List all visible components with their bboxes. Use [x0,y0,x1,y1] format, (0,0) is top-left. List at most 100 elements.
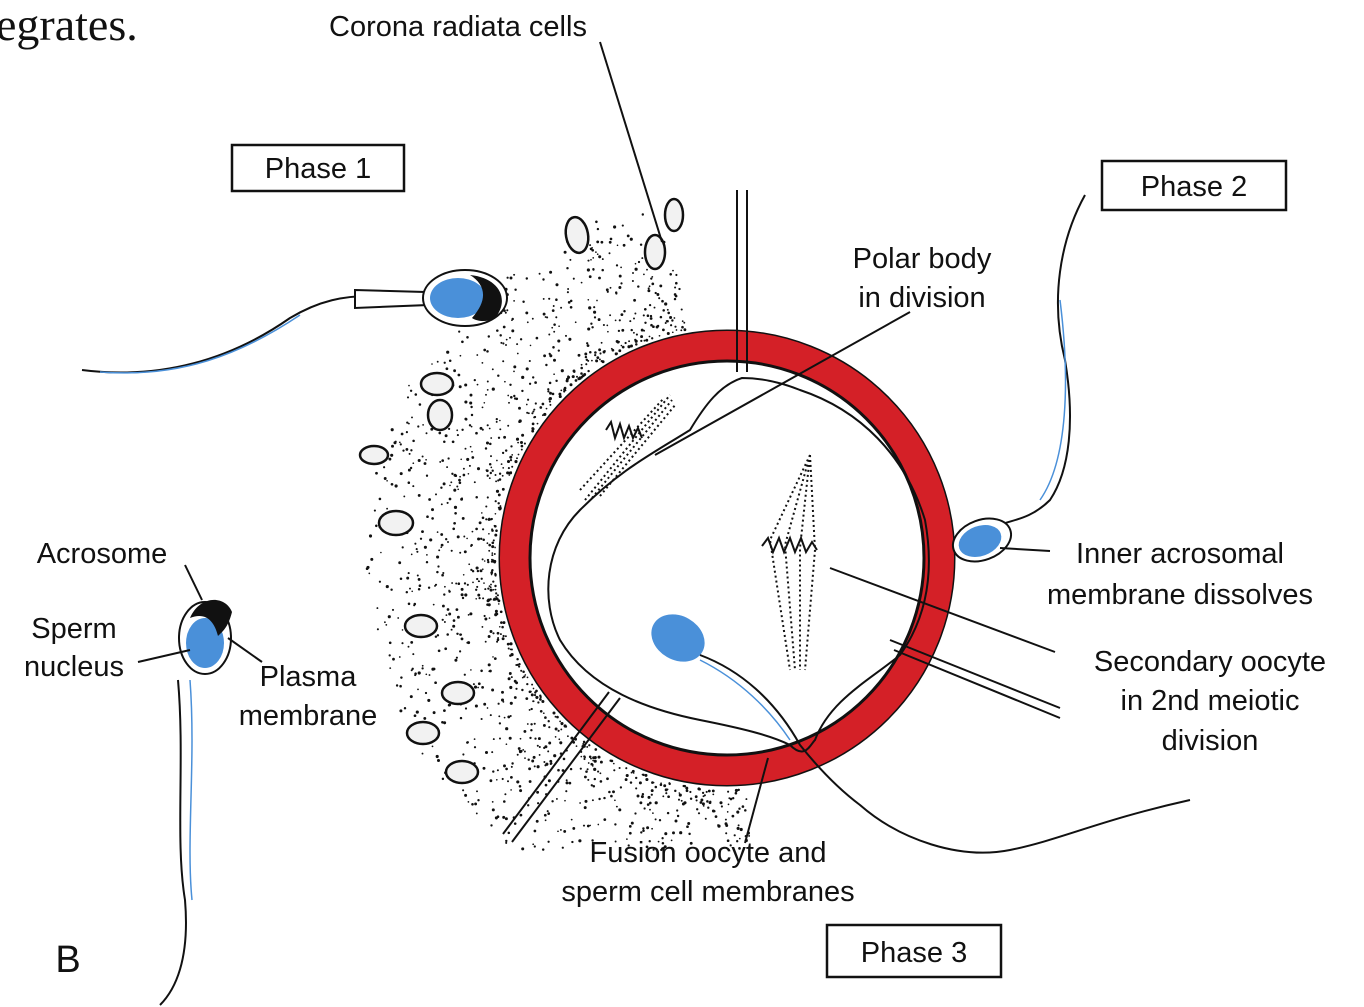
corona-stipple [643,807,645,809]
corona-stipple [470,446,472,448]
corona-stipple [530,723,532,725]
corona-stipple [650,277,652,279]
corona-stipple [496,421,498,423]
corona-stipple [700,801,703,804]
corona-stipple [484,618,487,621]
corona-stipple [677,815,679,817]
corona-stipple [450,481,452,483]
corona-stipple [526,277,528,279]
corona-stipple [493,598,496,601]
corona-stipple [620,786,622,788]
corona-stipple [640,335,643,338]
corona-cell [421,373,453,395]
corona-stipple [667,795,670,798]
corona-stipple [627,345,630,348]
corona-stipple [549,760,552,763]
corona-stipple [502,816,505,819]
corona-stipple [737,827,740,830]
corona-stipple [514,288,516,290]
corona-stipple [496,418,498,420]
corona-stipple [477,467,480,470]
corona-stipple [635,268,638,271]
corona-stipple [678,288,680,290]
corona-stipple [503,800,506,803]
corona-stipple [444,586,446,588]
corona-stipple [458,479,461,482]
corona-stipple [540,696,542,698]
corona-stipple [525,674,527,676]
corona-stipple [620,267,622,269]
corona-stipple [639,781,642,784]
corona-stipple [539,406,542,409]
corona-stipple [431,517,434,520]
corona-stipple [640,243,642,245]
corona-stipple [482,597,484,599]
corona-stipple [424,462,427,465]
corona-stipple [477,570,479,572]
corona-stipple [661,300,664,303]
corona-stipple [444,647,447,650]
corona-stipple [414,543,416,545]
corona-stipple [488,670,490,672]
corona-stipple [490,779,493,782]
corona-stipple [508,467,510,469]
corona-stipple [417,689,419,691]
corona-stipple [567,376,570,379]
corona-stipple [587,299,589,301]
corona-stipple [463,536,465,538]
corona-stipple [547,841,549,843]
corona-stipple [502,488,505,491]
corona-stipple [521,449,523,451]
corona-stipple [614,799,616,801]
corona-stipple [642,829,645,832]
corona-stipple [662,795,664,797]
zona-inner-edge [530,361,924,755]
corona-stipple [477,687,479,689]
corona-stipple [555,716,557,718]
corona-stipple [475,528,478,531]
corona-stipple [667,312,670,315]
corona-stipple [537,745,539,747]
corona-stipple [468,614,470,616]
corona-stipple [566,779,568,781]
corona-stipple [532,318,534,320]
corona-stipple [502,467,504,469]
corona-stipple [583,758,585,760]
corona-stipple [588,762,590,764]
corona-stipple [572,827,575,830]
corona-stipple [451,629,453,631]
corona-stipple [601,241,604,244]
corona-stipple [649,802,652,805]
corona-stipple [570,300,573,303]
corona-stipple [531,430,534,433]
corona-stipple [487,381,489,383]
corona-stipple [593,306,595,308]
corona-stipple [599,352,601,354]
corona-stipple [448,613,451,616]
corona-stipple [472,582,474,584]
corona-stipple [423,717,426,720]
corona-stipple [590,323,592,325]
corona-stipple [725,832,727,834]
corona-stipple [475,496,478,499]
corona-stipple [527,399,529,401]
corona-stipple [592,765,594,767]
corona-stipple [543,313,546,316]
corona-stipple [421,667,423,669]
corona-stipple [571,841,573,843]
corona-stipple [527,677,529,679]
corona-stipple [603,818,606,821]
corona-stipple [583,741,586,744]
corona-stipple [489,598,491,600]
corona-stipple [619,275,622,278]
corona-stipple [646,269,648,271]
corona-stipple [578,354,581,357]
corona-stipple [584,353,587,356]
corona-stipple [696,808,698,810]
corona-stipple [585,356,587,358]
corona-stipple [489,428,491,430]
corona-stipple [461,340,464,343]
corona-stipple [474,379,476,381]
corona-stipple [456,608,459,611]
corona-stipple [651,283,654,286]
